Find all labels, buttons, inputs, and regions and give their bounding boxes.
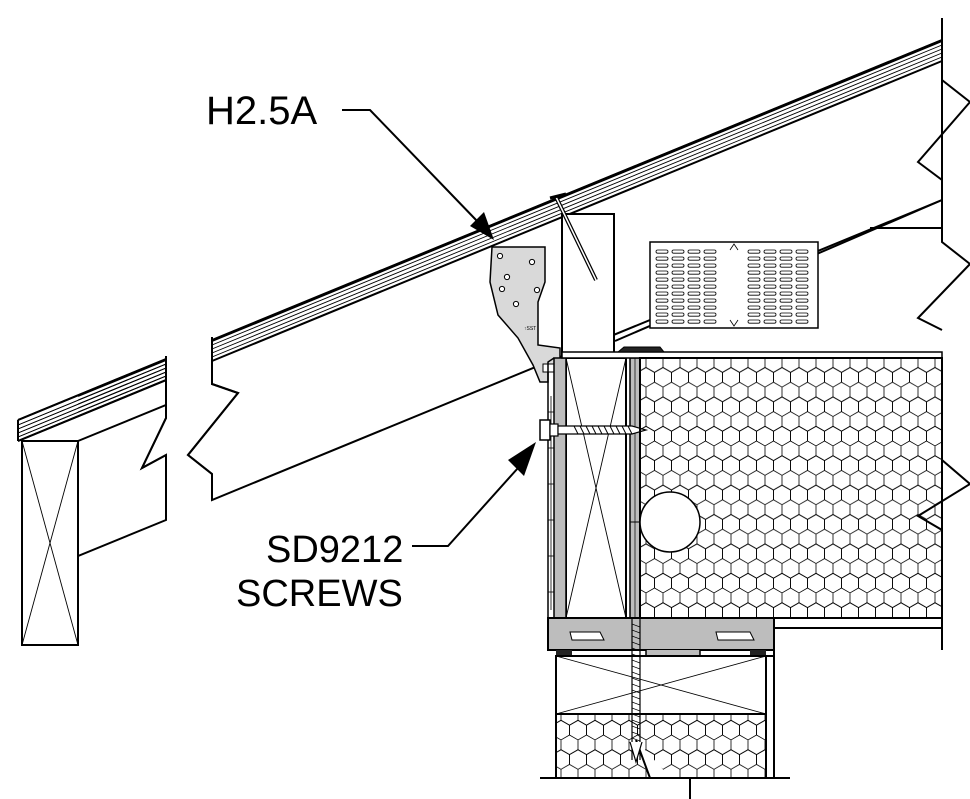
toe-nail: [549, 192, 598, 281]
sill-plate: [547, 617, 942, 665]
wall-sheathing: [547, 357, 567, 619]
screw-arrowhead: [508, 442, 536, 476]
wall-stud: [565, 357, 627, 619]
anchor-rod: [629, 618, 643, 765]
ceiling-insulation: [639, 357, 943, 619]
lower-insulation: [555, 713, 767, 799]
lower-wall-block: [555, 650, 775, 778]
callout-h25a: H2.5A: [206, 89, 494, 240]
screw-label-line2: SCREWS: [236, 573, 403, 615]
blocking: [561, 213, 615, 359]
truss-plate: [649, 241, 819, 329]
h25a-arrowhead: [470, 212, 494, 240]
fascia-board: [21, 440, 79, 646]
callout-screws: SD9212 SCREWS: [236, 442, 536, 615]
connector-stamp: ↑SST: [524, 326, 536, 332]
h25a-label: H2.5A: [206, 89, 317, 133]
sd9212-screw: [539, 419, 649, 441]
screw-label-line1: SD9212: [266, 529, 403, 571]
interior-strip: [629, 357, 641, 619]
conduit-hole: [639, 491, 701, 553]
